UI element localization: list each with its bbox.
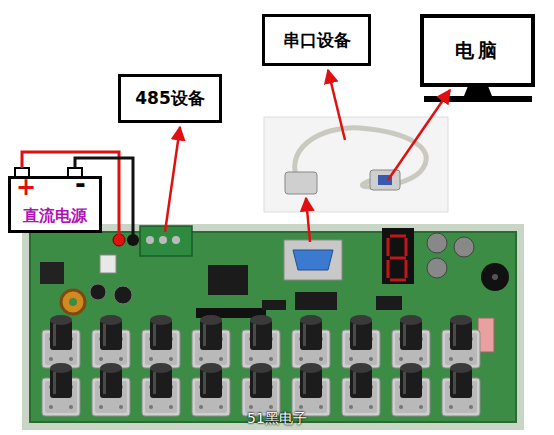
ic-chip	[208, 265, 248, 295]
push-button	[92, 315, 130, 368]
ic-chip	[376, 296, 402, 310]
capacitor	[100, 255, 116, 273]
device-box: 串口设备	[262, 14, 371, 66]
inductor	[61, 290, 85, 314]
db9-plug	[285, 172, 317, 194]
push-button	[342, 363, 380, 416]
db9-plug	[370, 170, 400, 190]
leader-arrow	[388, 90, 450, 180]
inductor-core	[69, 298, 77, 306]
push-button	[192, 363, 230, 416]
terminal-screw	[172, 236, 180, 244]
push-button	[42, 363, 80, 416]
leader-arrow	[328, 70, 345, 140]
push-button	[142, 315, 180, 368]
polarity-sign: +	[16, 173, 36, 201]
capacitor	[427, 258, 447, 278]
leader-arrow	[306, 198, 310, 242]
ic-chip	[262, 300, 286, 310]
leader-arrow	[165, 127, 180, 232]
regulator-chip	[40, 262, 64, 284]
push-button	[92, 363, 130, 416]
monitor-base	[424, 96, 532, 102]
db9-connector	[284, 240, 342, 280]
terminal-screw	[146, 236, 154, 244]
device-box: 485设备	[118, 74, 222, 123]
push-button	[442, 315, 480, 368]
ic-chip	[295, 292, 337, 310]
buzzer	[481, 263, 509, 291]
push-button	[292, 363, 330, 416]
node-title: 485设备	[135, 87, 205, 110]
capacitor	[427, 233, 447, 253]
push-button	[392, 363, 430, 416]
push-button	[192, 315, 230, 368]
polarity-sign: -	[75, 169, 86, 199]
push-button	[442, 363, 480, 416]
capacitor	[114, 286, 132, 304]
push-button	[42, 315, 80, 368]
push-button	[142, 363, 180, 416]
capacitor	[90, 284, 106, 300]
monitor-stand	[464, 86, 492, 96]
push-button	[292, 315, 330, 368]
watermark: 51黑电子	[247, 410, 307, 428]
computer-monitor: 电脑	[420, 14, 535, 87]
db9-port	[293, 250, 333, 270]
seven-segment-display	[382, 228, 414, 284]
push-button	[342, 315, 380, 368]
capacitor	[454, 237, 474, 257]
node-title: 电脑	[455, 38, 501, 64]
battery-box: +-直流电源	[8, 176, 102, 233]
push-button	[392, 315, 430, 368]
segment	[388, 236, 406, 280]
node-title: 直流电源	[11, 206, 99, 227]
push-button	[242, 363, 280, 416]
pcb-board	[30, 232, 516, 422]
push-button	[242, 315, 280, 368]
node-title: 串口设备	[283, 29, 351, 52]
board-rail	[22, 224, 524, 430]
buzzer-hole	[492, 274, 498, 280]
terminal-screw	[159, 236, 167, 244]
